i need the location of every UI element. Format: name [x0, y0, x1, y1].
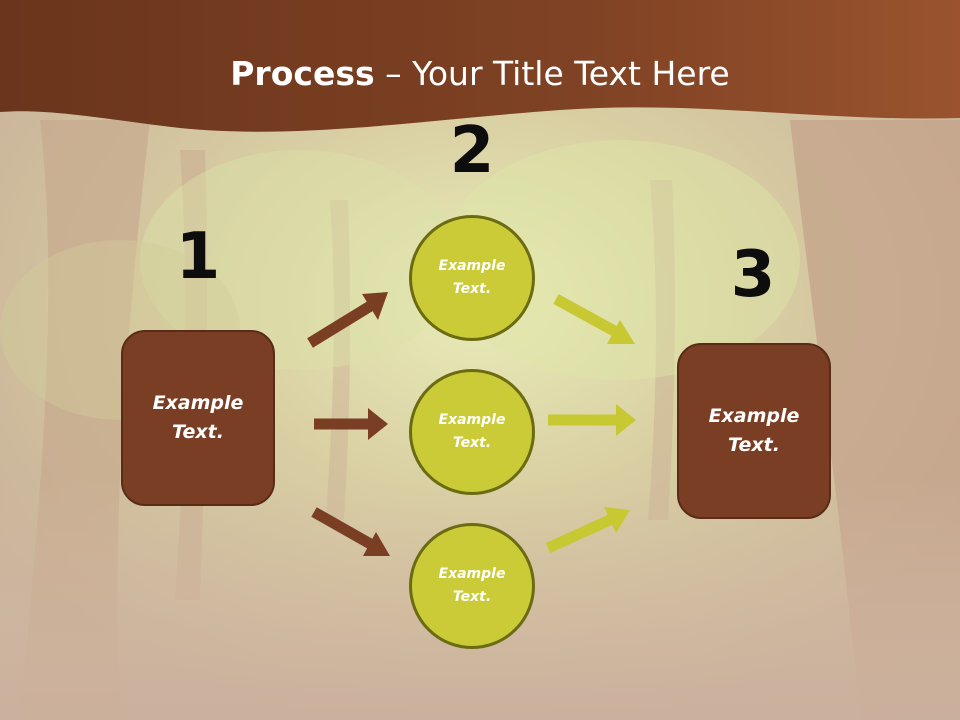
arrow-circle1-to-box3: [553, 294, 635, 344]
circle-top-label: Example Text.: [438, 258, 506, 297]
arrow-box1-to-circle2: [314, 408, 388, 440]
step-box-1: Example Text.: [121, 330, 275, 506]
circle-middle: Example Text.: [409, 369, 535, 495]
step-number-3: 3: [730, 238, 776, 312]
slide-title: Process – Your Title Text Here: [0, 52, 960, 96]
arrow-circle2-to-box3: [548, 404, 636, 436]
circle-middle-label: Example Text.: [438, 412, 506, 451]
arrow-box1-to-circle1: [307, 292, 388, 348]
step-number-1: 1: [175, 220, 221, 294]
circle-bottom-label: Example Text.: [438, 566, 506, 605]
step-box-3-label: Example Text.: [708, 405, 800, 456]
title-rest: – Your Title Text Here: [374, 54, 730, 93]
step-number-2: 2: [449, 114, 495, 188]
circle-top: Example Text.: [409, 215, 535, 341]
title-bold: Process: [230, 54, 375, 93]
step-box-1-label: Example Text.: [152, 392, 244, 443]
arrow-circle3-to-box3: [545, 507, 630, 554]
circle-bottom: Example Text.: [409, 523, 535, 649]
arrow-box1-to-circle3: [311, 507, 390, 556]
step-box-3: Example Text.: [677, 343, 831, 519]
